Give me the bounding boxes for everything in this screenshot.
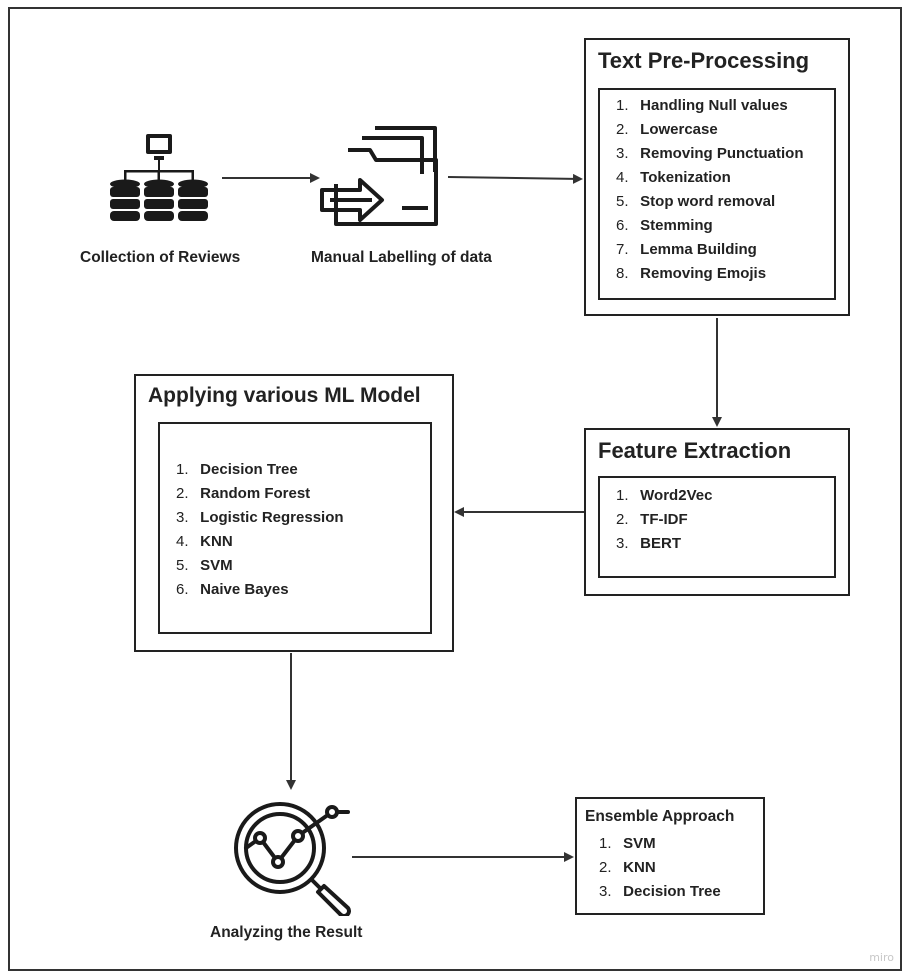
- list-item: 5. Stop word removal: [616, 193, 776, 210]
- analysis-caption: Analyzing the Result: [210, 924, 363, 941]
- magnifier-chart-icon: [234, 802, 351, 916]
- feature-list: 1. Word2Vec 2. TF-IDF 3. BERT: [616, 484, 712, 556]
- models-list: 1. Decision Tree 2. Random Forest 3. Log…: [176, 458, 344, 602]
- list-item: 8. Removing Emojis: [616, 265, 767, 282]
- ensemble-list: 1. SVM 2. KNN 3. Decision Tree: [599, 832, 721, 904]
- list-item: 4. KNN: [176, 533, 233, 550]
- list-item: 1. Handling Null values: [616, 97, 788, 114]
- list-item: 5. SVM: [176, 557, 233, 574]
- list-item: 2. KNN: [599, 859, 656, 876]
- list-item: 3. Decision Tree: [599, 883, 721, 900]
- list-item: 3. BERT: [616, 535, 682, 552]
- list-item: 3. Logistic Regression: [176, 509, 344, 526]
- preprocessing-title: Text Pre-Processing: [598, 48, 810, 73]
- preprocessing-box: Text Pre-Processing 1. Handling Null val…: [584, 38, 850, 316]
- feature-box: Feature Extraction 1. Word2Vec 2. TF-IDF…: [584, 428, 850, 596]
- models-title: Applying various ML Model: [148, 384, 421, 407]
- models-box: Applying various ML Model 1. Decision Tr…: [134, 374, 454, 652]
- list-item: 4. Tokenization: [616, 169, 731, 186]
- feature-title: Feature Extraction: [598, 438, 792, 463]
- list-item: 1. Word2Vec: [616, 487, 713, 504]
- miro-watermark: miro: [869, 951, 894, 964]
- list-item: 1. SVM: [599, 835, 656, 852]
- list-item: 2. TF-IDF: [616, 511, 688, 528]
- list-item: 2. Lowercase: [616, 121, 718, 138]
- list-item: 6. Naive Bayes: [176, 581, 289, 598]
- list-item: 6. Stemming: [616, 217, 713, 234]
- preprocessing-list-box: 1. Handling Null values 2. Lowercase 3. …: [598, 88, 836, 300]
- ensemble-box: Ensemble Approach 1. SVM 2. KNN 3. Decis…: [575, 797, 765, 915]
- models-list-box: 1. Decision Tree 2. Random Forest 3. Log…: [158, 422, 432, 634]
- collection-caption: Collection of Reviews: [80, 249, 241, 266]
- labelling-caption: Manual Labelling of data: [311, 249, 492, 266]
- list-item: 2. Random Forest: [176, 485, 311, 502]
- folder-import-icon: [320, 126, 438, 226]
- preprocessing-list: 1. Handling Null values 2. Lowercase 3. …: [616, 94, 804, 286]
- ensemble-title: Ensemble Approach: [585, 808, 735, 825]
- list-item: 7. Lemma Building: [616, 241, 757, 258]
- list-item: 1. Decision Tree: [176, 461, 298, 478]
- list-item: 3. Removing Punctuation: [616, 145, 804, 162]
- database-network-icon: [110, 134, 208, 221]
- feature-list-box: 1. Word2Vec 2. TF-IDF 3. BERT: [598, 476, 836, 578]
- arrow-labelling-to-preprocessing: [447, 173, 583, 184]
